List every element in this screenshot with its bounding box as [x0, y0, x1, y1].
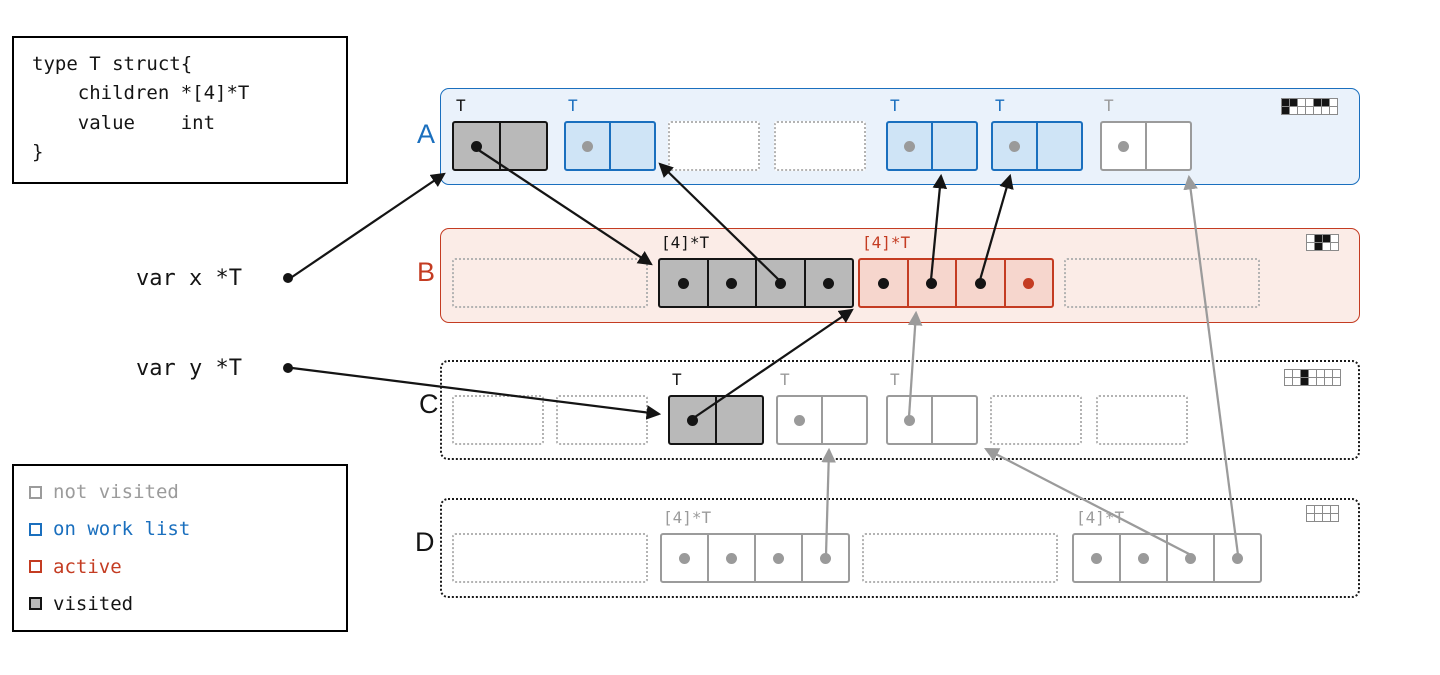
object-type-label: [4]*T — [1076, 508, 1125, 527]
legend-label: on work list — [53, 518, 191, 541]
free-slot-b2 — [1064, 258, 1260, 308]
heap-object-c4 — [776, 395, 868, 445]
pointer-dot — [471, 140, 482, 152]
heap-object-a1 — [452, 121, 548, 171]
free-slot-d1 — [452, 533, 648, 583]
pointer-dot — [1185, 552, 1196, 564]
pointer-dot — [1091, 552, 1102, 564]
pointer-dot — [582, 140, 593, 152]
on-work-list-swatch-icon — [29, 522, 42, 536]
heap-object-a7 — [1100, 121, 1192, 171]
mark-bitmap-b-icon — [1306, 234, 1339, 251]
object-type-label: T — [568, 96, 578, 115]
object-type-label: [4]*T — [661, 233, 710, 252]
pointer-dot — [974, 277, 986, 289]
free-slot-d2 — [862, 533, 1058, 583]
pointer-dot — [726, 552, 737, 564]
free-slot-c2 — [556, 395, 648, 445]
type-definition-box: type T struct{ children *[4]*T value int… — [12, 36, 348, 184]
pointer-dot — [773, 552, 784, 564]
pointer-array-b1 — [658, 258, 854, 308]
pointer-dot — [904, 414, 915, 426]
var-x-pointer-dot — [283, 273, 293, 283]
pointer-dot — [679, 552, 690, 564]
var-y-pointer-dot — [283, 363, 293, 373]
object-type-label: T — [1104, 96, 1114, 115]
free-slot-c7 — [1096, 395, 1188, 445]
legend-label: active — [53, 555, 122, 578]
heap-object-c5 — [886, 395, 978, 445]
pointer-dot — [726, 277, 738, 289]
free-slot-c1 — [452, 395, 544, 445]
var-y-label: var y *T — [136, 356, 242, 381]
heap-object-a2 — [564, 121, 656, 171]
pointer-dot — [926, 277, 938, 289]
region-a-label: A — [417, 119, 436, 149]
pointer-dot — [820, 552, 831, 564]
pointer-array-d2 — [1072, 533, 1262, 583]
object-type-label: T — [672, 370, 682, 389]
pointer-array-d1 — [660, 533, 850, 583]
object-type-label: T — [780, 370, 790, 389]
mark-bitmap-c-icon — [1284, 369, 1341, 386]
region-b-label: B — [417, 257, 436, 287]
region-d-label: D — [415, 527, 435, 557]
mark-bitmap-d-icon — [1306, 505, 1339, 522]
pointer-array-b2 — [858, 258, 1054, 308]
pointer-dot — [774, 277, 786, 289]
object-type-label: T — [995, 96, 1005, 115]
active-swatch-icon — [29, 560, 42, 574]
pointer-dot — [877, 277, 889, 289]
pointer-dot — [1009, 140, 1020, 152]
active-pointer-dot — [1023, 277, 1035, 289]
visited-swatch-icon — [29, 597, 42, 611]
object-type-label: T — [890, 370, 900, 389]
heap-object-c3 — [668, 395, 764, 445]
heap-object-a6 — [991, 121, 1083, 171]
mark-bitmap-a-icon — [1281, 98, 1338, 115]
pointer-dot — [1138, 552, 1149, 564]
legend-item-on-work-list: on work list — [29, 518, 346, 540]
pointer-dot — [1118, 140, 1129, 152]
free-slot-a3 — [668, 121, 760, 171]
type-definition-code: type T struct{ children *[4]*T value int… — [32, 53, 250, 164]
not-visited-swatch-icon — [29, 485, 42, 499]
free-slot-c6 — [990, 395, 1082, 445]
pointer-dot — [904, 140, 915, 152]
legend-label: visited — [53, 592, 134, 615]
object-type-label: [4]*T — [862, 233, 911, 252]
pointer-dot — [794, 414, 805, 426]
legend-item-not-visited: not visited — [29, 481, 346, 503]
object-type-label: [4]*T — [663, 508, 712, 527]
legend-box: not visited on work list active visited — [12, 464, 348, 632]
pointer-dot — [823, 277, 835, 289]
legend-item-visited: visited — [29, 593, 346, 615]
region-c-label: C — [419, 389, 439, 419]
pointer-dot — [677, 277, 689, 289]
heap-object-a5 — [886, 121, 978, 171]
pointer-dot — [687, 414, 698, 426]
legend-label: not visited — [53, 481, 179, 504]
var-x-label: var x *T — [136, 266, 242, 291]
object-type-label: T — [456, 96, 466, 115]
object-type-label: T — [890, 96, 900, 115]
pointer-dot — [1232, 552, 1243, 564]
free-slot-b1 — [452, 258, 648, 308]
free-slot-a4 — [774, 121, 866, 171]
legend-item-active: active — [29, 556, 346, 578]
